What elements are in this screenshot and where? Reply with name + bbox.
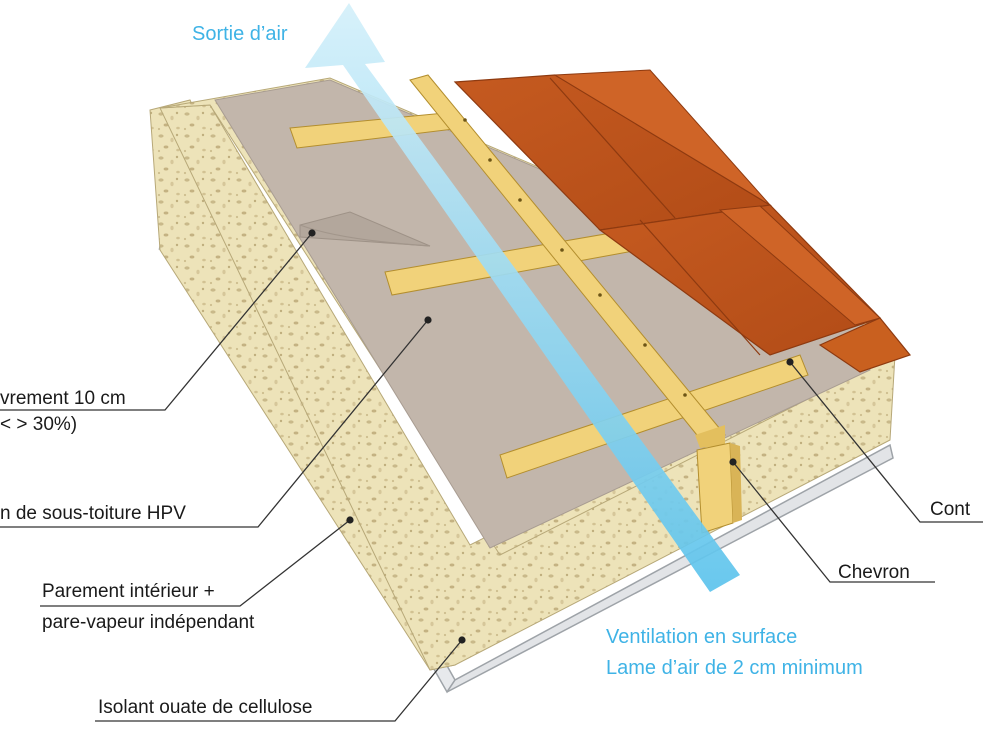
overlap-label-line1: vrement 10 cm	[0, 388, 126, 409]
overlap-label-line2: < > 30%)	[0, 414, 78, 435]
leader-lines	[0, 232, 983, 722]
rafter-label: Chevron	[838, 562, 910, 583]
lining-label-line1: Parement intérieur +	[42, 581, 215, 602]
ventilation-label-line2: Lame d’air de 2 cm minimum	[606, 657, 863, 679]
air-flow-arrow	[305, 3, 740, 592]
counter-batten-label: Cont	[930, 499, 971, 520]
counter-lath	[409, 74, 726, 448]
leader-dots	[308, 229, 794, 644]
roof-tiles	[453, 69, 912, 373]
membrane-label: n de sous-toiture HPV	[0, 503, 186, 524]
battens	[289, 111, 809, 479]
air-outlet-label: Sortie d’air	[192, 23, 288, 45]
rafter	[696, 442, 742, 534]
insulation-label: Isolant ouate de cellulose	[98, 697, 313, 718]
lining-label-line2: pare-vapeur indépendant	[42, 612, 255, 633]
ventilation-label-line1: Ventilation en surface	[606, 626, 798, 648]
